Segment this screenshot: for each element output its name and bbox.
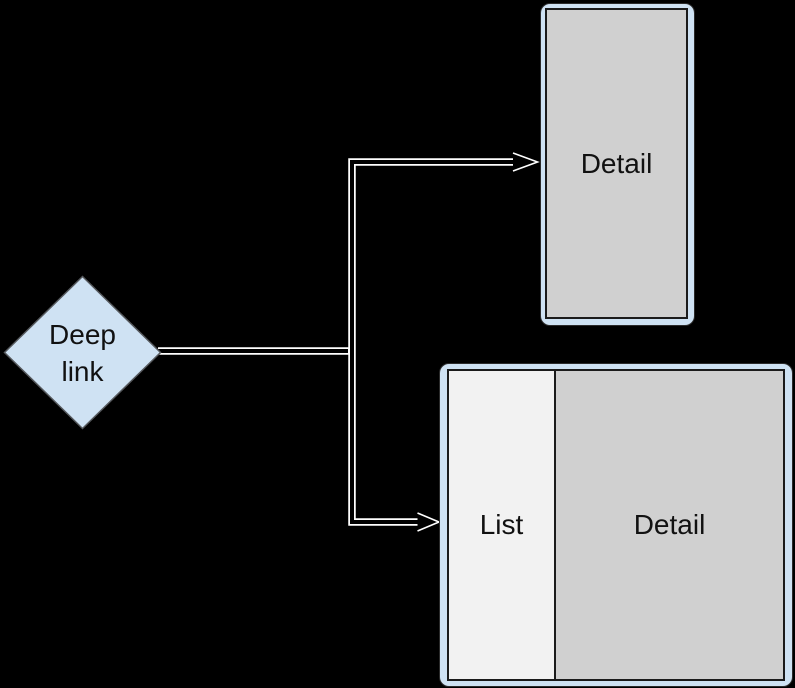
diamond-shape: [3, 275, 162, 430]
detail-pane-node: Detail: [540, 3, 695, 326]
arrowhead-to-list-detail-icon: [417, 512, 442, 532]
detail-split-pane-label: Detail: [633, 509, 706, 540]
edge-branches-core: [350, 160, 514, 524]
arrowhead-to-detail-icon: [512, 152, 540, 172]
list-pane: List: [449, 371, 556, 679]
detail-pane-screen: Detail: [545, 8, 688, 319]
deep-link-label: Deep link: [49, 318, 116, 387]
deep-link-node: Deep link: [3, 275, 162, 430]
detail-split-pane: Detail: [556, 371, 783, 679]
list-detail-screen: List Detail: [447, 369, 785, 681]
list-pane-label: List: [479, 509, 524, 540]
list-detail-pane-node: List Detail: [439, 363, 793, 687]
detail-pane-label: Detail: [580, 147, 653, 179]
detail-pane: Detail: [547, 10, 686, 317]
deep-link-label-wrap: Deep link: [3, 275, 162, 430]
